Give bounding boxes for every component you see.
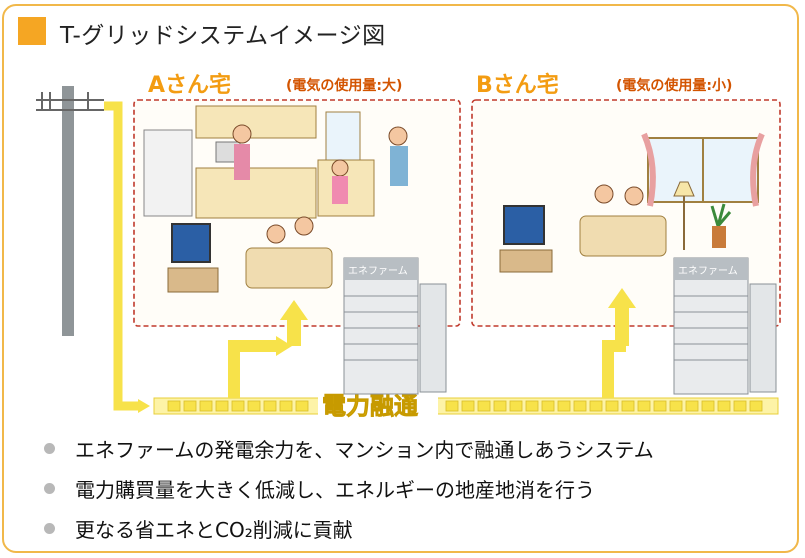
house-b-name: Bさん宅 (476, 72, 559, 98)
list-item: 更なる省エネとCO₂削減に貢献 (44, 508, 804, 548)
enefarm-label-a: エネファーム (348, 265, 408, 277)
tv-icon (167, 223, 219, 293)
tgrid-illustration: Aさん宅 (電気の使用量:大) Bさん宅 (電気の使用量:小) (36, 72, 781, 420)
flow-label: 電力融通 (322, 392, 418, 420)
elderly-couple-icon (579, 181, 732, 257)
bullet-list: エネファームの発電余力を、マンション内で融通しあうシステム 電力購買量を大きく低… (44, 428, 804, 548)
house-a-usage: (電気の使用量:大) (286, 77, 402, 94)
bullet-dot (44, 522, 55, 534)
utility-pole-icon (36, 86, 104, 336)
window-icon (641, 132, 765, 207)
power-flow-line (104, 101, 779, 415)
title-marker (18, 17, 46, 45)
tv-icon-b (499, 205, 553, 273)
list-item: エネファームの発電余力を、マンション内で融通しあうシステム (44, 428, 804, 468)
bullet-dot (44, 442, 55, 454)
page-title: T-グリッドシステムイメージ図 (60, 23, 386, 49)
bullet-text: エネファームの発電余力を、マンション内で融通しあうシステム (75, 437, 654, 462)
list-item: 電力購買量を大きく低減し、エネルギーの地産地消を行う (44, 468, 804, 508)
bullet-dot (44, 482, 55, 494)
house-b-usage: (電気の使用量:小) (616, 77, 732, 94)
enefarm-label-b: エネファーム (678, 265, 738, 277)
family-members-icon (232, 124, 408, 204)
sofa-icon (245, 216, 333, 289)
bullet-text: 電力購買量を大きく低減し、エネルギーの地産地消を行う (75, 477, 595, 502)
bullet-text: 更なる省エネとCO₂削減に貢献 (75, 517, 353, 542)
house-a-name: Aさん宅 (148, 72, 231, 98)
kitchen-illustration (143, 105, 375, 219)
enefarm-unit-b (673, 257, 777, 395)
flow-label-bg (318, 390, 438, 420)
enefarm-unit-a (343, 257, 447, 395)
